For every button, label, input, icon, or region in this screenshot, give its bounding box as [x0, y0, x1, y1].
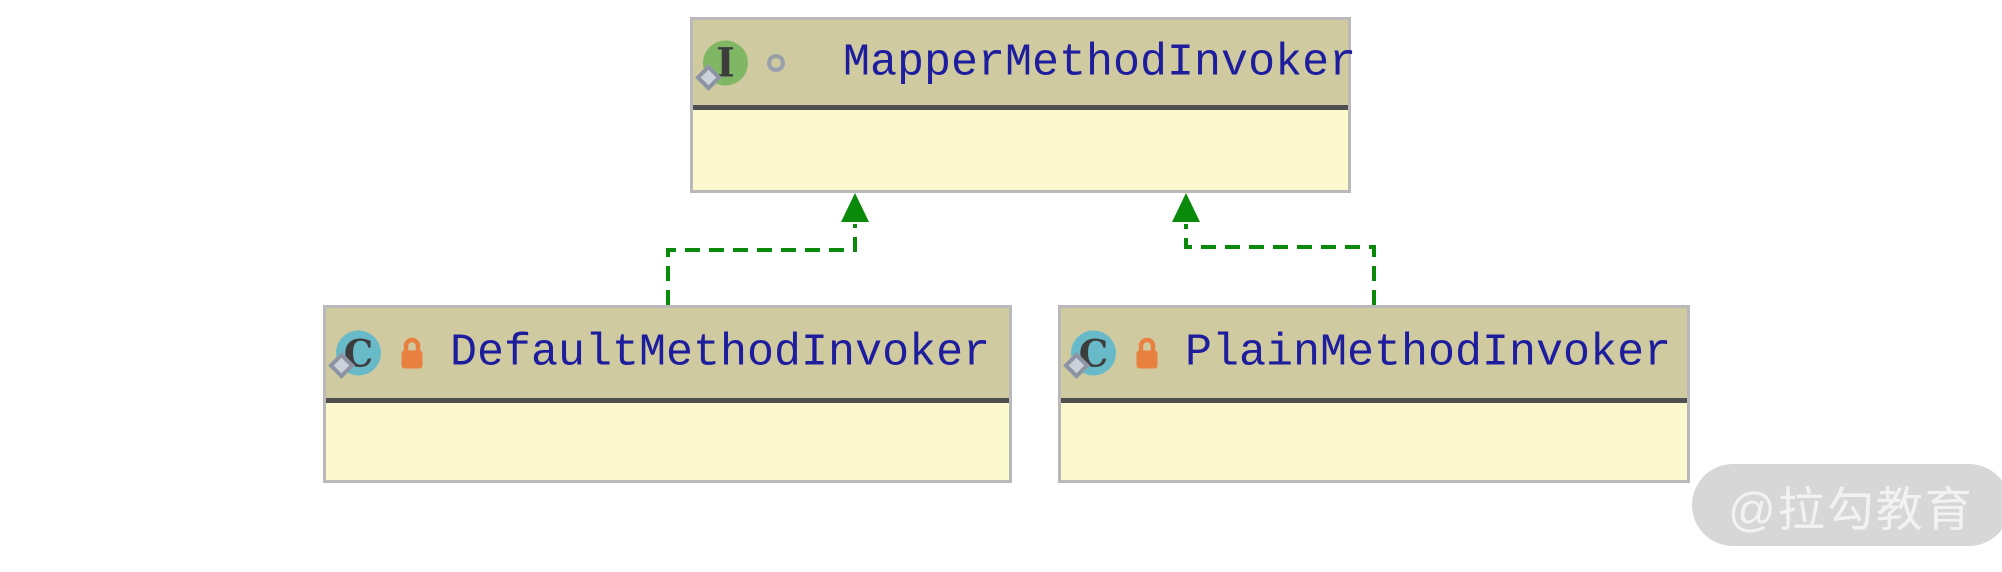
uml-node-default-method-invoker[interactable]: C DefaultMethodInvoker: [323, 305, 1012, 483]
implements-edge-default-to-mapper[interactable]: [666, 193, 869, 305]
uml-node-mapper-method-invoker[interactable]: I MapperMethodInvoker: [690, 17, 1356, 193]
node-title: DefaultMethodInvoker: [450, 327, 991, 379]
final-lock-icon: [401, 337, 423, 369]
implements-edge-line: [1184, 224, 1376, 305]
modifier-slot: [767, 53, 785, 72]
node-title: MapperMethodInvoker: [843, 37, 1357, 88]
implements-arrowhead-icon: [841, 193, 869, 222]
class-icon: C: [336, 330, 381, 376]
watermark-text: @拉勾教育: [1728, 482, 1974, 536]
implements-edge-plain-to-mapper[interactable]: [1172, 193, 1376, 305]
node-title: PlainMethodInvoker: [1185, 327, 1672, 379]
modifier-slot: [400, 336, 424, 371]
modifier-slot: [1135, 336, 1159, 371]
implements-edge-line: [666, 224, 857, 305]
interface-letter: I: [716, 39, 735, 86]
node-header: C PlainMethodInvoker: [1061, 308, 1687, 403]
implements-arrowhead-icon: [1172, 193, 1200, 222]
watermark-badge: @拉勾教育: [1692, 464, 2002, 546]
visibility-ring-icon: [767, 53, 785, 72]
node-header: I MapperMethodInvoker: [693, 20, 1356, 110]
uml-node-plain-method-invoker[interactable]: C PlainMethodInvoker: [1058, 305, 1690, 483]
node-header: C DefaultMethodInvoker: [326, 308, 1009, 403]
final-lock-icon: [1136, 337, 1158, 369]
